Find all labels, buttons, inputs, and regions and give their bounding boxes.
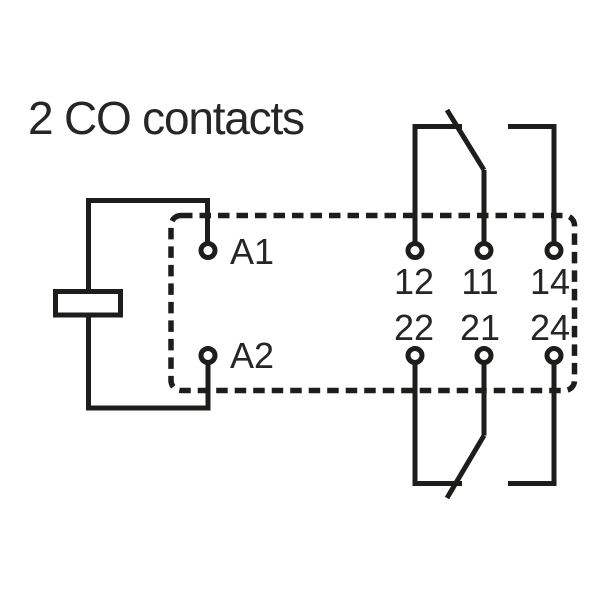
- terminal-14: [544, 241, 564, 260]
- terminal-a2: [198, 346, 218, 365]
- coil-trace-to-a2: [86, 315, 211, 411]
- terminal-22-label: 22: [394, 307, 434, 348]
- no-branch-14: [508, 124, 557, 242]
- no-branch-24: [508, 364, 557, 486]
- terminal-12: [405, 241, 425, 260]
- nc-branch-22: [412, 364, 462, 486]
- terminal-11: [474, 241, 494, 260]
- switch-blade-top: [444, 108, 487, 172]
- coil-circuit: A1 A2: [53, 198, 274, 411]
- nc-branch-12: [412, 124, 462, 242]
- terminal-24: [544, 346, 564, 365]
- relay-body-dashed-outline: [168, 212, 578, 394]
- terminal-a1: [198, 241, 218, 260]
- coil-trace-to-a1: [86, 198, 210, 291]
- switch-blade-bottom: [444, 434, 487, 500]
- terminal-14-label: 14: [530, 261, 570, 302]
- terminal-11-label: 11: [461, 261, 498, 302]
- terminal-a2-label: A2: [230, 335, 274, 376]
- diagram-title: 2 CO contacts: [28, 92, 304, 144]
- coil-symbol: [53, 289, 123, 318]
- terminal-21: [474, 346, 494, 365]
- terminal-12-label: 12: [394, 261, 434, 302]
- terminal-24-label: 24: [530, 307, 570, 348]
- contact-group-bottom: 22 21 24: [394, 307, 570, 500]
- terminal-22: [405, 346, 425, 365]
- contact-group-top: 12 11 14: [394, 108, 570, 302]
- terminal-a1-label: A1: [230, 231, 274, 272]
- terminal-21-label: 21: [460, 307, 500, 348]
